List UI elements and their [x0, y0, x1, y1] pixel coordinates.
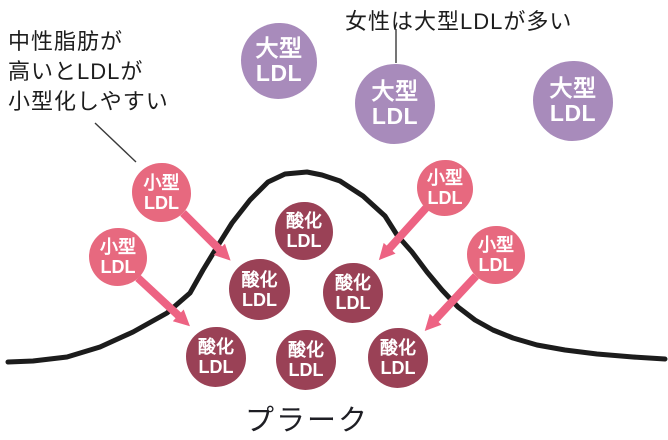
small-ldl-bubble: 小型 LDL: [417, 160, 473, 216]
bubble-line2: LDL: [144, 192, 179, 213]
bubble-line2: LDL: [100, 257, 136, 277]
triglyceride-note-line: 高いとLDLが: [8, 59, 144, 84]
bubble-line2: LDL: [288, 360, 324, 380]
oxidized-ldl-bubble: 酸化 LDL: [186, 327, 246, 387]
oxidized-ldl-bubble: 酸化 LDL: [368, 328, 428, 388]
bubble-line1: 小型: [143, 172, 180, 193]
bubble-line2: LDL: [242, 289, 277, 310]
bubble-line2: LDL: [427, 188, 463, 208]
oxidized-ldl-bubble: 酸化 LDL: [229, 259, 290, 320]
bubble-line1: 酸化: [241, 269, 278, 290]
bubble-line1: 酸化: [335, 273, 371, 293]
small-ldl-bubble: 小型 LDL: [467, 226, 525, 284]
small-ldl-bubble: 小型 LDL: [89, 228, 147, 286]
small-to-oxidized-arrow: [378, 205, 429, 261]
bubble-line1: 小型: [478, 235, 514, 255]
large-ldl-bubble: 大型 LDL: [533, 61, 613, 141]
large-ldl-bubble: 大型 LDL: [241, 23, 317, 99]
oxidized-ldl-bubble: 酸化 LDL: [276, 330, 336, 390]
bubble-line1: 大型: [255, 35, 303, 61]
bubble-line2: LDL: [286, 231, 322, 251]
bubble-line1: 酸化: [286, 211, 322, 231]
bubble-line2: LDL: [371, 103, 419, 129]
plaque-label: プラーク: [245, 405, 370, 437]
bubble-line1: 大型: [549, 75, 597, 101]
bubble-line1: 小型: [427, 168, 463, 188]
bubble-line2: LDL: [380, 358, 416, 378]
large-ldl-bubble: 大型 LDL: [355, 64, 435, 144]
oxidized-ldl-bubble: 酸化 LDL: [275, 202, 333, 260]
bubble-line2: LDL: [549, 100, 597, 126]
bubble-line2: LDL: [198, 357, 234, 377]
small-to-oxidized-arrow: [180, 210, 231, 261]
oxidized-ldl-bubble: 酸化 LDL: [323, 263, 383, 323]
triglyceride-note-connector-line: [94, 122, 137, 163]
small-to-oxidized-arrow: [135, 275, 190, 327]
bubble-line2: LDL: [478, 255, 514, 275]
bubble-line1: 酸化: [288, 340, 324, 360]
bubble-line2: LDL: [335, 293, 371, 313]
bubble-line1: 大型: [371, 78, 419, 104]
bubble-line1: 小型: [100, 237, 136, 257]
small-to-oxidized-arrow: [424, 273, 479, 331]
small-ldl-bubble: 小型 LDL: [132, 163, 191, 222]
triglyceride-note: 中性脂肪が 高いとLDLが 小型化しやすい: [8, 27, 169, 117]
triglyceride-note-line: 中性脂肪が: [8, 29, 124, 54]
bubble-line1: 酸化: [380, 338, 416, 358]
bubble-line2: LDL: [255, 60, 303, 86]
bubble-line1: 酸化: [198, 337, 234, 357]
women-note: 女性は大型LDLが多い: [345, 9, 573, 34]
triglyceride-note-line: 小型化しやすい: [8, 89, 169, 114]
